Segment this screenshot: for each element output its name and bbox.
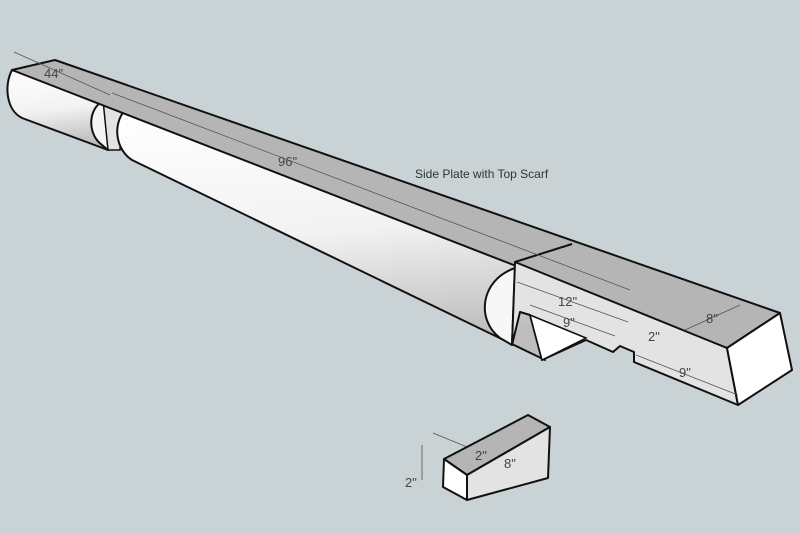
dim-notch-left: 9" bbox=[563, 315, 575, 330]
dim-block-height: 2" bbox=[405, 475, 417, 490]
dim-block-depth: 2" bbox=[475, 448, 487, 463]
dim-block-length: 8" bbox=[504, 456, 516, 471]
dim-notch-right: 9" bbox=[679, 365, 691, 380]
scarf-notch bbox=[528, 313, 588, 362]
dim-left-length: 44" bbox=[44, 66, 63, 81]
beam-end-face bbox=[726, 312, 793, 406]
dim-beam-width: 8" bbox=[706, 311, 718, 326]
dim-main-length: 96" bbox=[278, 154, 297, 169]
main-scarf-cut bbox=[483, 267, 516, 346]
main-log-body bbox=[116, 109, 546, 361]
dim-scarf-length: 12" bbox=[558, 294, 577, 309]
left-log-section bbox=[6, 69, 113, 151]
dimension-lines bbox=[13, 51, 741, 486]
model-title: Side Plate with Top Scarf bbox=[415, 167, 549, 181]
joint-line bbox=[514, 243, 573, 263]
scarf-block bbox=[442, 414, 551, 501]
beam-top-face bbox=[11, 59, 781, 349]
dim-notch-gap: 2" bbox=[648, 329, 660, 344]
